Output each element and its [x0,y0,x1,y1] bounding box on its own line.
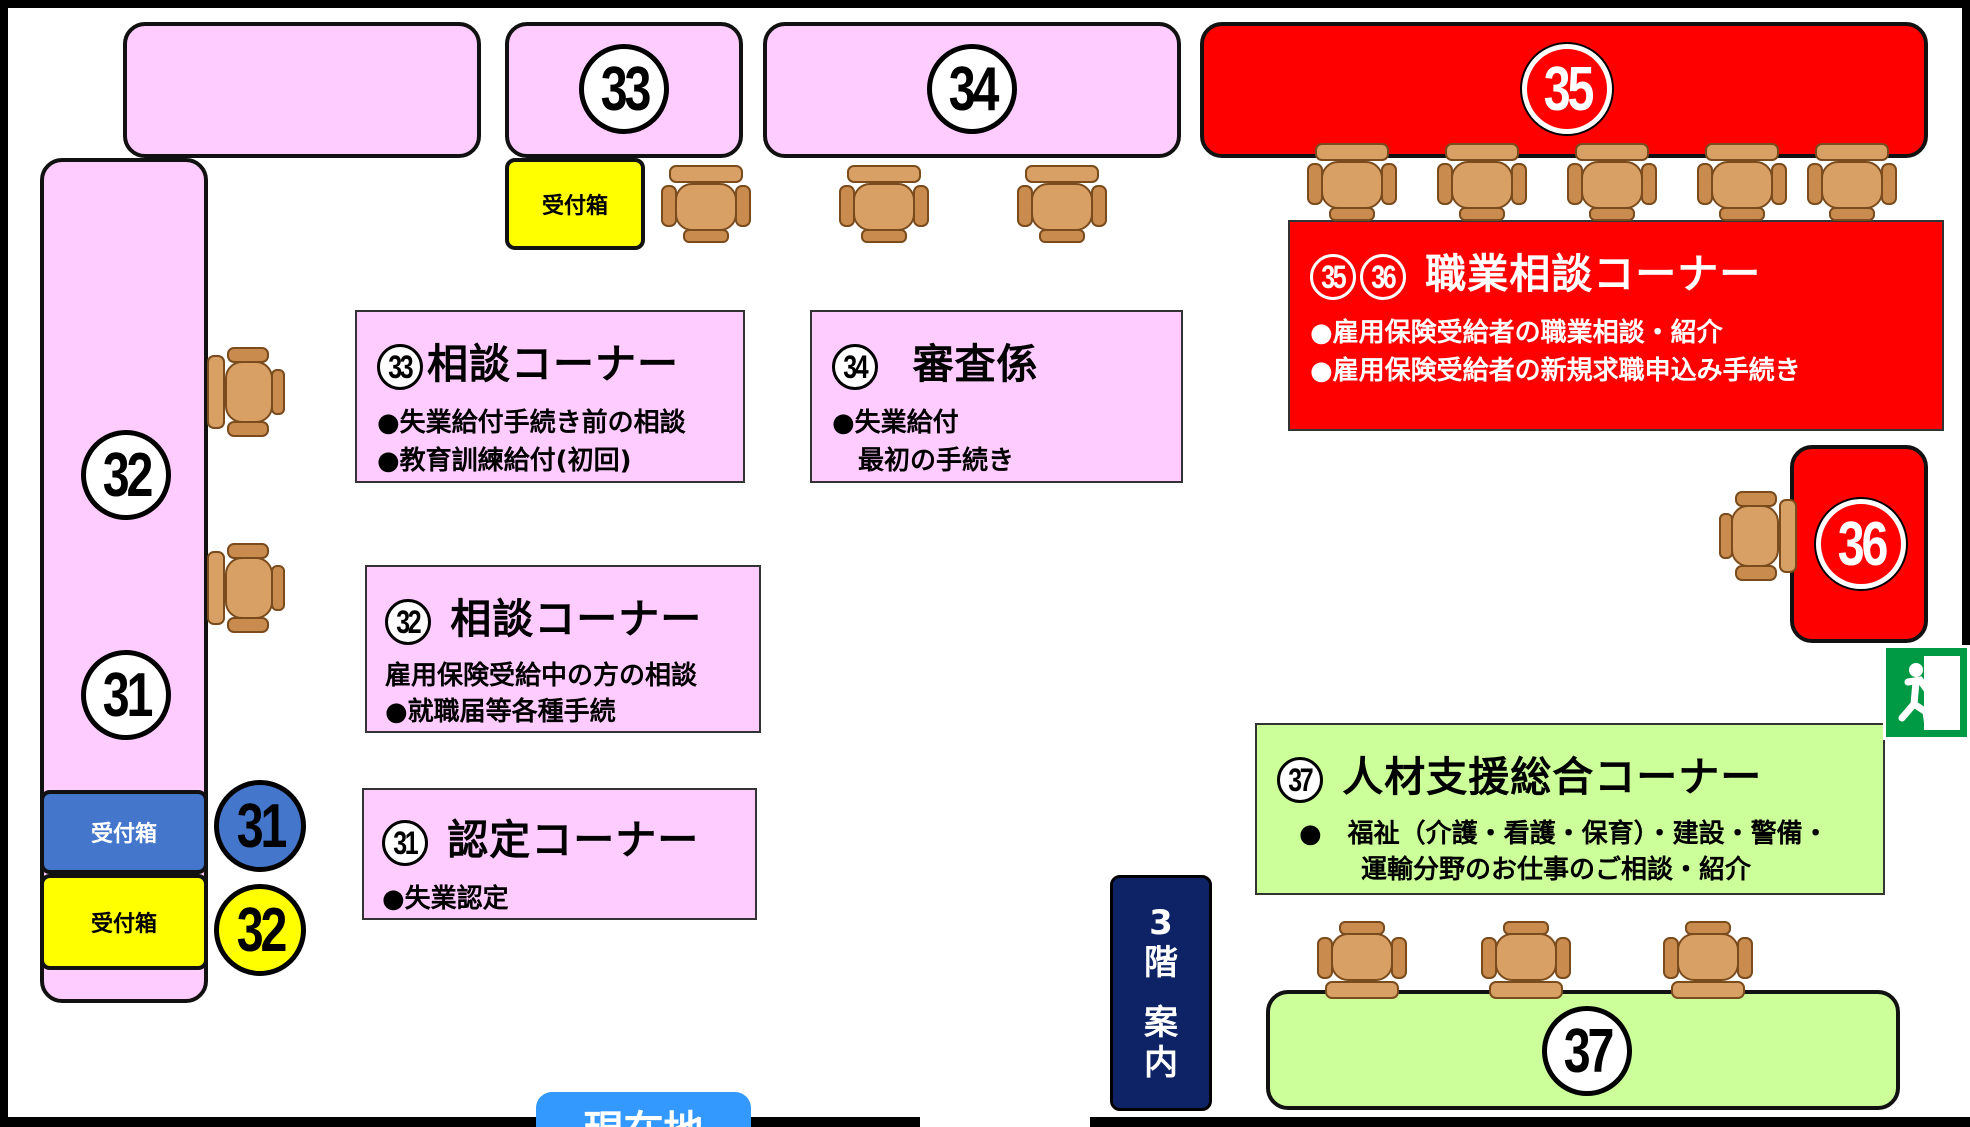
panel-line: ●失業給付手続き前の相談 [377,408,686,438]
panel-line: 運輸分野のお仕事のご相談・紹介 [1361,855,1752,885]
panel-line: 雇用保険受給中の方の相談 [385,661,698,691]
reception-box-label: 受付箱 [90,912,157,937]
panel-line: ●就職届等各種手続 [385,697,616,727]
panel-title: 審査係 [912,340,1039,388]
panel-number: 35 [1310,254,1356,300]
panel-line: ●雇用保険受給者の新規求職申込み手続き [1310,356,1801,386]
current-location-tab: 現在地 [536,1092,751,1127]
chair-icon [661,165,751,243]
counter-number-35: 35 [1522,44,1612,134]
reception-box-31[interactable]: 受付箱 [40,790,208,874]
panel-line: 最初の手続き [832,446,1015,476]
panel-number: 36 [1360,254,1406,300]
panel-talent-support-37: 37 人材支援総合コーナー ● 福祉（介護・看護・保育）・建設・警備・ 運輸分野… [1255,723,1885,895]
wall-bottom-left [0,1117,920,1127]
counter-36[interactable]: 36 [1790,445,1928,643]
panel-line: ● 福祉（介護・看護・保育）・建設・警備・ [1299,819,1829,849]
panel-title: 相談コーナー [450,595,703,643]
chair-icon [1317,921,1407,999]
panel-consultation-32: 32 相談コーナー 雇用保険受給中の方の相談 ●就職届等各種手続 [365,565,761,733]
panel-certification-31: 31 認定コーナー ●失業認定 [362,788,757,920]
reception-number-32: 32 [214,884,306,976]
panel-number: 32 [385,599,431,645]
panel-title: 職業相談コーナー [1425,250,1762,298]
wall-right [1962,0,1970,650]
panel-line: ●教育訓練給付(初回) [377,446,632,476]
stairs-text: 3 [1149,903,1173,943]
chair-icon [1663,921,1753,999]
counter-number-37: 37 [1542,1006,1632,1096]
counter-number-33: 33 [579,44,669,134]
panel-line: ●失業認定 [382,884,509,914]
emergency-exit-icon [1883,645,1970,740]
panel-title: 認定コーナー [447,816,700,864]
wall-left [0,0,8,1127]
counter-number-31: 31 [81,650,171,740]
stairs-text: 案 [1144,1003,1178,1043]
panel-line: ●雇用保険受給者の職業相談・紹介 [1310,318,1723,348]
counter-number-34: 34 [927,44,1017,134]
counter-number-32: 32 [81,430,171,520]
stairs-text: 内 [1144,1043,1178,1083]
counter-34[interactable]: 34 [763,22,1181,158]
wall-bottom-right [1090,1117,1970,1127]
reception-box-label: 受付箱 [90,822,157,847]
counter-33[interactable]: 33 [505,22,743,158]
panel-examination-34: 34 審査係 ●失業給付 最初の手続き [810,310,1183,483]
stairs-text: 階 [1144,943,1178,983]
counter-top-blank [123,22,481,158]
chair-icon [839,165,929,243]
panel-title: 人材支援総合コーナー [1342,753,1763,801]
reception-box-32[interactable]: 受付箱 [40,874,208,970]
panel-title: 相談コーナー [427,340,679,388]
counter-35[interactable]: 35 [1200,22,1928,158]
panel-line: ●失業給付 [832,408,959,438]
chair-icon [1719,491,1797,581]
floor-3-guide-sign[interactable]: 3 階 案 内 [1110,875,1212,1111]
reception-number-31: 31 [214,780,306,872]
current-location-label: 現在地 [584,1108,704,1127]
wall-top [0,0,1970,8]
chair-icon [1481,921,1571,999]
reception-box-label: 受付箱 [541,194,608,219]
reception-box-33[interactable]: 受付箱 [505,158,645,250]
panel-number: 37 [1277,757,1323,803]
panel-number: 33 [377,344,423,390]
counter-number-36: 36 [1816,499,1906,589]
panel-number: 31 [382,820,428,866]
chair-icon [207,347,285,437]
counter-37[interactable]: 37 [1266,990,1900,1110]
chair-icon [1017,165,1107,243]
chair-icon [207,543,285,633]
panel-number: 34 [832,344,878,390]
